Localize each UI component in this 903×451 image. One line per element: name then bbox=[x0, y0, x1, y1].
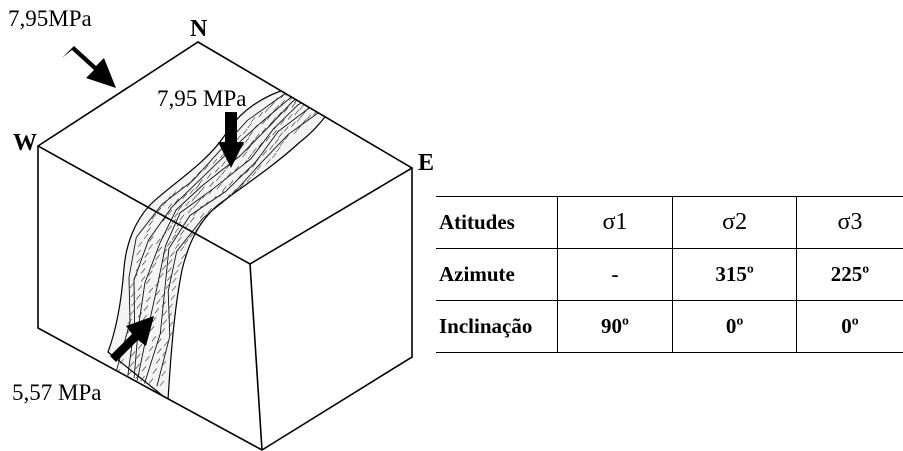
vein-hatch-stroke bbox=[325, 100, 329, 105]
vein-hatch-stroke bbox=[313, 95, 317, 100]
vein-hatch-stroke bbox=[317, 100, 321, 105]
vein-hatch-stroke bbox=[318, 91, 322, 96]
east-label: E bbox=[418, 150, 434, 176]
arrow-northwest bbox=[62, 46, 116, 88]
vein-hatch-stroke bbox=[321, 105, 325, 110]
vein-hatch-stroke bbox=[308, 98, 312, 103]
vein-hatch-stroke bbox=[312, 88, 316, 93]
vein-hatch-stroke bbox=[322, 103, 326, 108]
header-atitudes: Atitudes bbox=[436, 197, 557, 249]
vein-hatch-stroke bbox=[303, 93, 307, 98]
header-sigma2: σ2 bbox=[673, 197, 797, 249]
header-sigma1: σ1 bbox=[557, 197, 673, 249]
fracture-zone bbox=[108, 83, 340, 400]
table-cell: 315º bbox=[673, 249, 797, 301]
vein-hatch-stroke bbox=[336, 95, 340, 100]
vein-hatch-stroke bbox=[288, 88, 292, 93]
vein-hatch-stroke bbox=[319, 98, 323, 103]
north-label: N bbox=[190, 16, 208, 42]
stress-label-vertical: 7,95 MPa bbox=[157, 86, 246, 111]
table-row: Inclinação 90º 0º 0º bbox=[436, 301, 903, 353]
vein-hatch-stroke bbox=[321, 95, 325, 100]
table-cell: 0º bbox=[797, 301, 903, 353]
vein-hatch-stroke bbox=[302, 86, 306, 91]
vein-hatch-stroke bbox=[308, 91, 312, 96]
vein-hatch-stroke bbox=[293, 91, 297, 96]
west-label: W bbox=[13, 130, 37, 156]
table-header-row: Atitudes σ1 σ2 σ3 bbox=[436, 197, 903, 249]
vein-hatch-stroke bbox=[298, 95, 302, 100]
stress-attitude-table: Atitudes σ1 σ2 σ3 Azimute - 315º 225º In… bbox=[436, 196, 903, 353]
vein-hatch-stroke bbox=[297, 88, 301, 93]
table-row: Azimute - 315º 225º bbox=[436, 249, 903, 301]
table-cell: 225º bbox=[797, 249, 903, 301]
table-cell: - bbox=[557, 249, 673, 301]
vein-hatch-stroke bbox=[314, 103, 318, 108]
row-label-inclinacao: Inclinação bbox=[436, 301, 557, 353]
stress-label-bottom: 5,57 MPa bbox=[12, 380, 101, 405]
row-label-azimute: Azimute bbox=[436, 249, 557, 301]
vein-hatch-stroke bbox=[316, 93, 320, 98]
vein-hatch-stroke bbox=[292, 83, 296, 88]
header-sigma3: σ3 bbox=[797, 197, 903, 249]
table-cell: 90º bbox=[557, 301, 673, 353]
vein-hatch-stroke bbox=[325, 93, 329, 98]
vein-hatch-stroke bbox=[290, 86, 294, 91]
vein-hatch-stroke bbox=[330, 98, 334, 103]
stress-label-top-left: 7,95MPa bbox=[8, 6, 92, 31]
table-cell: 0º bbox=[673, 301, 797, 353]
